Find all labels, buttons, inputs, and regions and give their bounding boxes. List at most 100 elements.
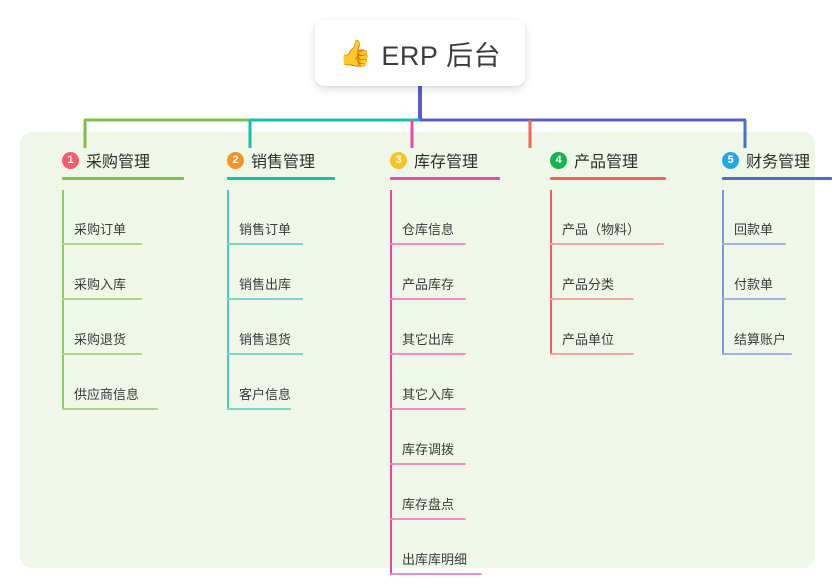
leaf-label: 仓库信息 xyxy=(402,222,455,237)
column-title-4: 产品管理 xyxy=(574,154,639,171)
leaf-label: 采购入库 xyxy=(74,277,127,292)
leaf-rule xyxy=(390,463,466,465)
column-badge-5: 5 xyxy=(722,151,739,169)
root-node[interactable]: 👍 ERP 后台 xyxy=(315,20,525,86)
leaf-rule xyxy=(722,243,786,245)
leaf-item[interactable]: 销售退货 xyxy=(205,300,315,355)
leaf-rule xyxy=(227,298,303,300)
column-2: 2 销售管理销售订单销售出库销售退货客户信息 xyxy=(205,146,335,410)
leaf-label: 其它入库 xyxy=(402,387,455,402)
column-rule-1 xyxy=(62,177,184,180)
leaf-rule xyxy=(390,353,466,355)
leaf-label: 采购订单 xyxy=(74,222,127,237)
leaf-rule xyxy=(62,353,142,355)
leaf-rule xyxy=(390,408,466,410)
leaf-item[interactable]: 出库库明细 xyxy=(368,520,482,575)
column-1: 1 采购管理采购订单采购入库采购退货供应商信息 xyxy=(40,146,184,410)
column-title-1: 采购管理 xyxy=(86,154,151,171)
column-3: 3 库存管理仓库信息产品库存其它出库其它入库库存调拨库存盘点出库库明细 xyxy=(368,146,500,575)
root-title: ERP 后台 xyxy=(381,40,501,71)
leaf-label: 其它出库 xyxy=(402,332,455,347)
column-badge-1: 1 xyxy=(62,151,79,169)
column-5: 5 财务管理回款单付款单结算账户 xyxy=(700,146,832,355)
leaf-item[interactable]: 仓库信息 xyxy=(368,190,478,245)
leaf-rule xyxy=(390,518,466,520)
leaf-rule xyxy=(62,298,142,300)
leaf-rule xyxy=(227,353,303,355)
leaf-item[interactable]: 库存调拨 xyxy=(368,410,478,465)
leaf-item[interactable]: 产品（物料） xyxy=(528,190,664,245)
leaf-rule xyxy=(390,243,466,245)
leaf-list-4: 产品（物料） 产品分类产品单位 xyxy=(528,190,664,355)
leaf-rule xyxy=(550,353,634,355)
leaf-label: 回款单 xyxy=(734,222,774,237)
leaf-label: 产品库存 xyxy=(402,277,455,292)
leaf-rule xyxy=(550,243,664,245)
leaf-label: 产品单位 xyxy=(562,332,615,347)
column-rule-5 xyxy=(722,177,832,180)
leaf-label: 库存盘点 xyxy=(402,497,455,512)
column-header-3[interactable]: 3 库存管理 xyxy=(368,146,500,180)
column-badge-4: 4 xyxy=(550,151,567,169)
column-rule-3 xyxy=(390,177,500,180)
leaf-rule xyxy=(227,408,291,410)
leaf-item[interactable]: 其它出库 xyxy=(368,300,478,355)
leaf-rule xyxy=(227,243,303,245)
leaf-item[interactable]: 产品分类 xyxy=(528,245,638,300)
leaf-item[interactable]: 采购退货 xyxy=(40,300,150,355)
column-spine-5 xyxy=(722,190,724,355)
leaf-label: 销售退货 xyxy=(239,332,292,347)
leaf-label: 出库库明细 xyxy=(402,552,468,567)
leaf-label: 销售出库 xyxy=(239,277,292,292)
column-4: 4 产品管理产品（物料） 产品分类产品单位 xyxy=(528,146,666,355)
leaf-rule xyxy=(722,298,786,300)
column-title-2: 销售管理 xyxy=(251,154,316,171)
column-header-4[interactable]: 4 产品管理 xyxy=(528,146,666,180)
leaf-list-2: 销售订单销售出库销售退货客户信息 xyxy=(205,190,315,410)
leaf-list-5: 回款单付款单结算账户 xyxy=(700,190,810,355)
leaf-rule xyxy=(390,573,482,575)
column-title-3: 库存管理 xyxy=(414,154,479,171)
leaf-item[interactable]: 产品库存 xyxy=(368,245,478,300)
leaf-label: 库存调拨 xyxy=(402,442,455,457)
column-title-5: 财务管理 xyxy=(746,154,811,171)
leaf-item[interactable]: 销售订单 xyxy=(205,190,315,245)
column-header-5[interactable]: 5 财务管理 xyxy=(700,146,832,180)
thumbs-up-icon: 👍 xyxy=(339,38,372,68)
leaf-label: 产品（物料） xyxy=(562,222,641,237)
column-badge-3: 3 xyxy=(390,151,407,169)
leaf-item[interactable]: 供应商信息 xyxy=(40,355,158,410)
leaf-item[interactable]: 采购订单 xyxy=(40,190,150,245)
leaf-item[interactable]: 回款单 xyxy=(700,190,810,245)
diagram-panel xyxy=(20,132,815,568)
leaf-rule xyxy=(550,298,634,300)
leaf-item[interactable]: 付款单 xyxy=(700,245,810,300)
column-spine-1 xyxy=(62,190,64,410)
leaf-rule xyxy=(390,298,466,300)
column-header-2[interactable]: 2 销售管理 xyxy=(205,146,335,180)
leaf-rule xyxy=(62,408,158,410)
column-header-1[interactable]: 1 采购管理 xyxy=(40,146,184,180)
leaf-item[interactable]: 库存盘点 xyxy=(368,465,478,520)
column-rule-4 xyxy=(550,177,666,180)
leaf-rule xyxy=(62,243,142,245)
leaf-item[interactable]: 其它入库 xyxy=(368,355,478,410)
column-badge-2: 2 xyxy=(227,151,244,169)
leaf-item[interactable]: 销售出库 xyxy=(205,245,315,300)
leaf-label: 供应商信息 xyxy=(74,387,140,402)
leaf-label: 结算账户 xyxy=(734,332,787,347)
leaf-label: 付款单 xyxy=(734,277,774,292)
column-spine-3 xyxy=(390,190,392,575)
leaf-label: 客户信息 xyxy=(239,387,292,402)
leaf-label: 销售订单 xyxy=(239,222,292,237)
leaf-label: 采购退货 xyxy=(74,332,127,347)
column-rule-2 xyxy=(227,177,335,180)
leaf-label: 产品分类 xyxy=(562,277,615,292)
leaf-item[interactable]: 结算账户 xyxy=(700,300,810,355)
column-spine-4 xyxy=(550,190,552,355)
leaf-item[interactable]: 客户信息 xyxy=(205,355,315,410)
leaf-item[interactable]: 采购入库 xyxy=(40,245,150,300)
leaf-item[interactable]: 产品单位 xyxy=(528,300,638,355)
column-spine-2 xyxy=(227,190,229,410)
